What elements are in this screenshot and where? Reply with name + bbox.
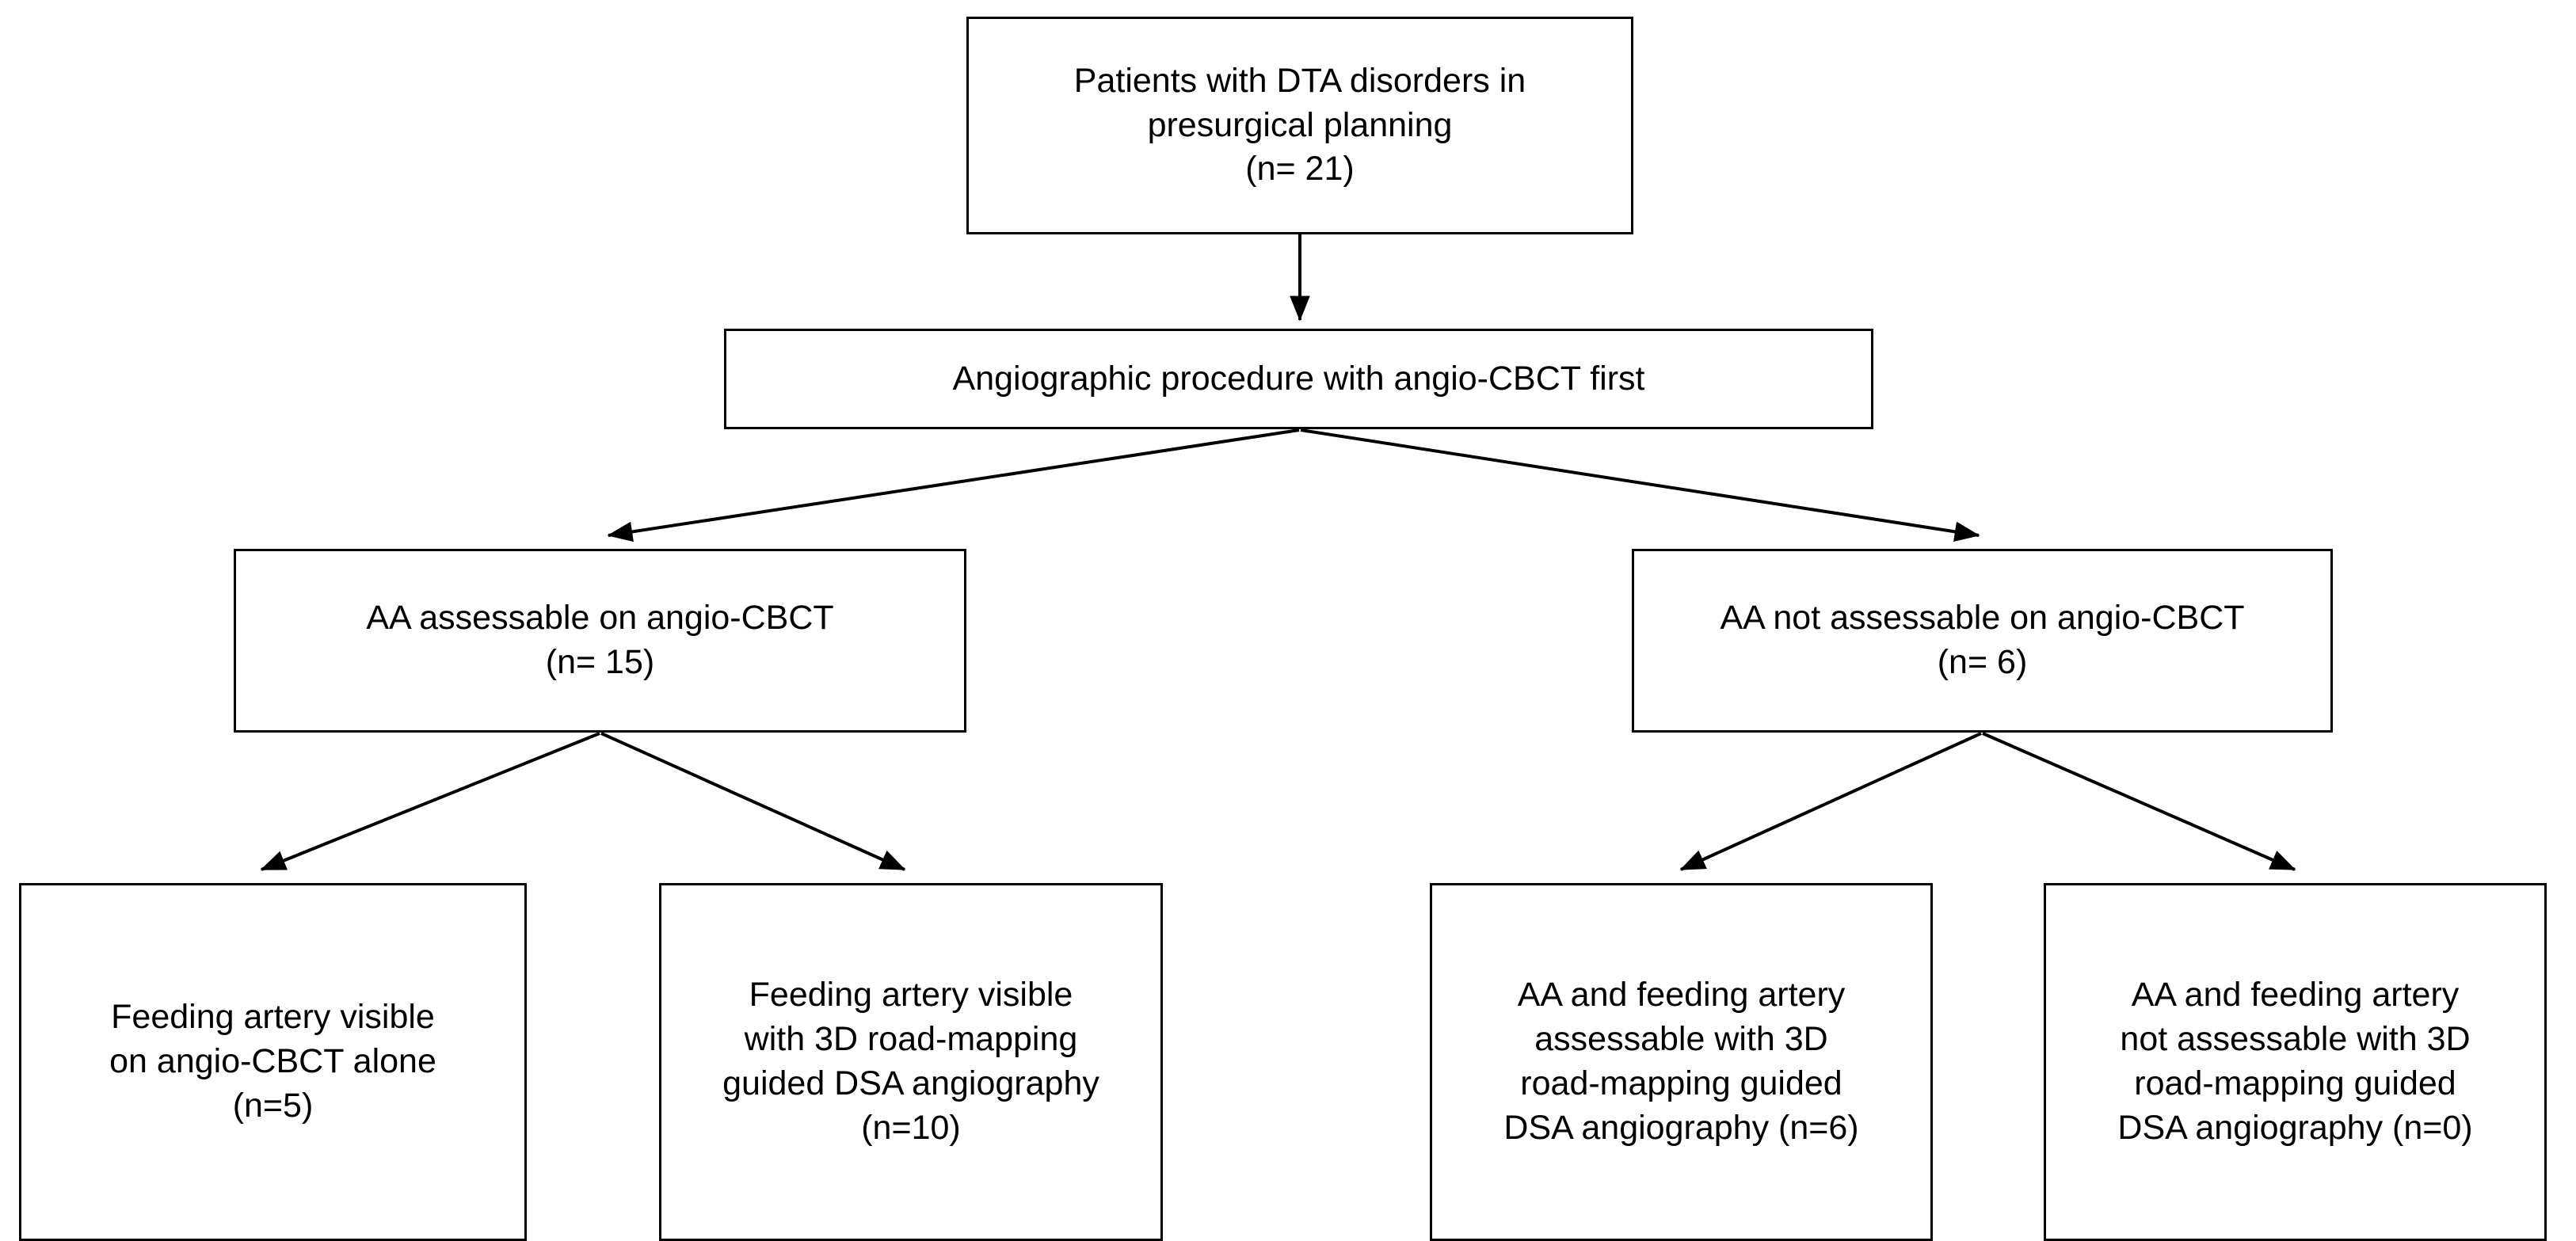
node-aa-and-feeding-artery-not-assessable[interactable]: AA and feeding artery not assessable wit… (2044, 883, 2547, 1241)
node-aa-and-feeding-artery-assessable[interactable]: AA and feeding artery assessable with 3D… (1430, 883, 1933, 1241)
node-leaf-4-label: AA and feeding artery not assessable wit… (2117, 976, 2473, 1147)
edge-aa-not-assessable-to-leaf-4 (1982, 732, 2296, 871)
node-patients-with-dta-disorders[interactable]: Patients with DTA disorders in presurgic… (966, 17, 1633, 234)
node-feeding-artery-visible-cbct-alone[interactable]: Feeding artery visible on angio-CBCT alo… (19, 883, 527, 1241)
node-root-label: Patients with DTA disorders in presurgic… (1073, 61, 1526, 188)
node-aa-not-assessable[interactable]: AA not assessable on angio-CBCT (n= 6) (1632, 549, 2333, 733)
edge-aa-assessable-to-leaf-2 (600, 732, 906, 871)
edge-procedure-to-aa-assessable (607, 428, 1300, 542)
node-aa-assessable[interactable]: AA assessable on angio-CBCT (n= 15) (234, 549, 966, 733)
node-leaf-3-label: AA and feeding artery assessable with 3D… (1503, 976, 1859, 1147)
edge-aa-assessable-to-leaf-1 (260, 732, 600, 871)
node-feeding-artery-visible-roadmapping-dsa[interactable]: Feeding artery visible with 3D road-mapp… (659, 883, 1163, 1241)
node-angiographic-procedure[interactable]: Angiographic procedure with angio-CBCT f… (724, 329, 1873, 429)
edge-procedure-to-aa-not-assessable (1300, 428, 1980, 542)
node-procedure-label: Angiographic procedure with angio-CBCT f… (952, 359, 1645, 398)
node-leaf-1-label: Feeding artery visible on angio-CBCT alo… (109, 998, 436, 1125)
edge-aa-not-assessable-to-leaf-3 (1679, 732, 1982, 871)
node-leaf-2-label: Feeding artery visible with 3D road-mapp… (722, 976, 1099, 1147)
node-aa-not-assessable-label: AA not assessable on angio-CBCT (n= 6) (1720, 599, 2245, 681)
node-aa-assessable-label: AA assessable on angio-CBCT (n= 15) (366, 599, 834, 681)
